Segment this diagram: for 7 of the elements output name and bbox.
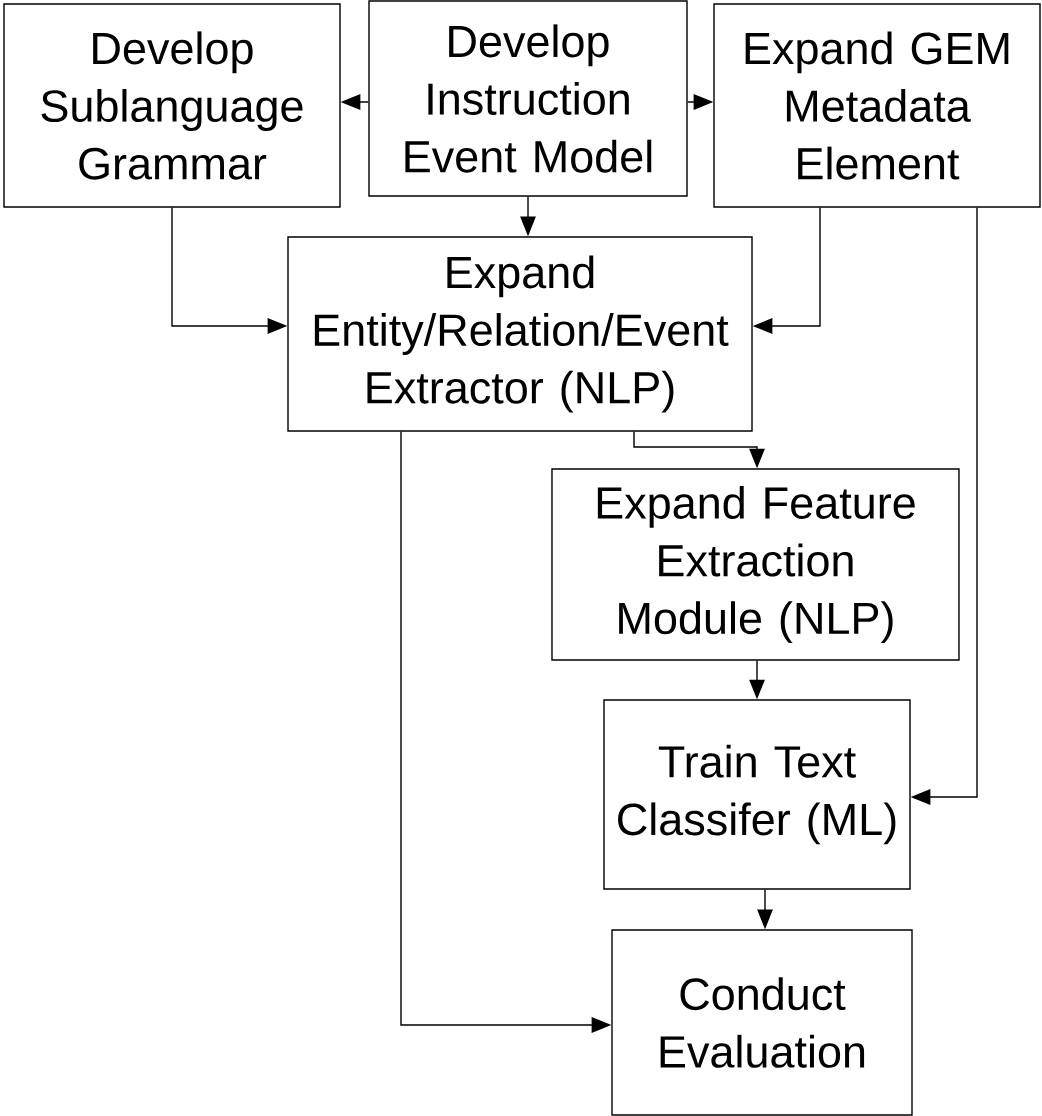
process-box: Expand Entity/Relation/Event Extractor (NLP): [287, 236, 753, 432]
process-box: Expand Feature Extraction Module (NLP): [551, 468, 960, 661]
process-box: Expand GEM Metadata Element: [713, 3, 1041, 208]
process-box: Conduct Evaluation: [611, 929, 913, 1116]
process-box: Train Text Classifer (ML): [603, 699, 911, 890]
process-box: Develop Sublanguage Grammar: [3, 3, 341, 208]
process-box: Develop Instruction Event Model: [368, 0, 688, 197]
